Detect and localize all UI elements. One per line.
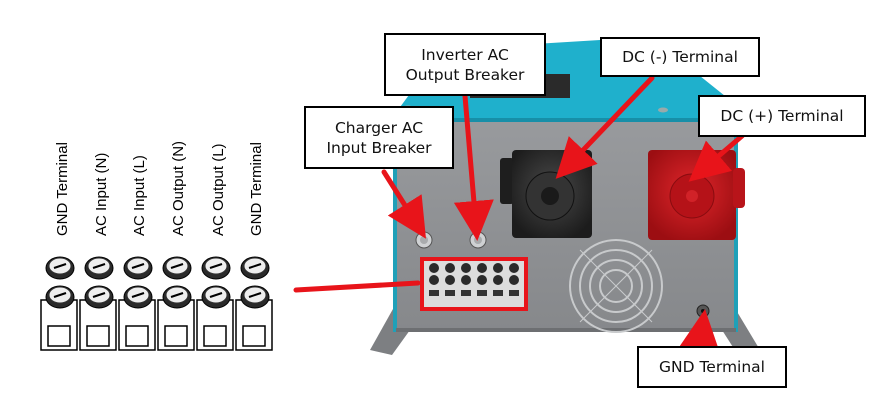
callout-dc-positive-terminal: DC (+) Terminal	[698, 95, 866, 137]
fan-grille	[569, 239, 663, 333]
terminal-post-small	[477, 263, 487, 296]
terminal-post	[196, 256, 234, 351]
terminal-post-small	[509, 263, 519, 296]
terminal-post	[235, 256, 273, 351]
terminal-post	[79, 256, 117, 351]
label-gnd-terminal-left: GND Terminal	[54, 142, 71, 236]
label-ac-output-n: AC Output (N)	[170, 140, 187, 236]
terminal-post	[157, 256, 195, 351]
callout-charger-ac-input-breaker: Charger AC Input Breaker	[304, 106, 454, 169]
arrow-terminal-block	[293, 280, 421, 293]
label-ac-input-n: AC Input (N)	[93, 152, 110, 236]
callout-dc-negative-terminal: DC (-) Terminal	[600, 37, 760, 77]
arrow-inverter-breaker	[453, 93, 494, 241]
terminal-post	[118, 256, 156, 351]
charger-ac-input-breaker	[415, 231, 433, 249]
terminal-post-small	[493, 263, 503, 296]
label-gnd-terminal-right: GND Terminal	[248, 142, 265, 236]
callout-gnd-terminal: GND Terminal	[637, 346, 787, 388]
dc-positive-terminal	[648, 150, 745, 240]
dc-negative-terminal	[500, 150, 592, 238]
gnd-terminal-stud	[696, 304, 710, 318]
terminal-block-highlight	[420, 257, 528, 311]
callout-arrows	[293, 75, 745, 352]
label-ac-input-l: AC Input (L)	[131, 155, 148, 236]
terminal-post-small	[445, 263, 455, 296]
arrow-charger-breaker	[381, 169, 426, 239]
inverter-ac-output-breaker	[469, 231, 487, 249]
arrow-gnd-terminal	[679, 309, 720, 352]
arrow-dc-negative	[555, 75, 655, 179]
terminal-post	[40, 256, 78, 351]
callout-inverter-ac-output-breaker: Inverter AC Output Breaker	[384, 33, 546, 96]
terminal-post-small	[461, 263, 471, 296]
screw-icon	[658, 107, 668, 113]
terminal-block-illustration	[40, 256, 273, 351]
terminal-post-small	[429, 263, 439, 296]
arrow-dc-positive	[688, 133, 745, 182]
label-ac-output-l: AC Output (L)	[210, 143, 227, 236]
